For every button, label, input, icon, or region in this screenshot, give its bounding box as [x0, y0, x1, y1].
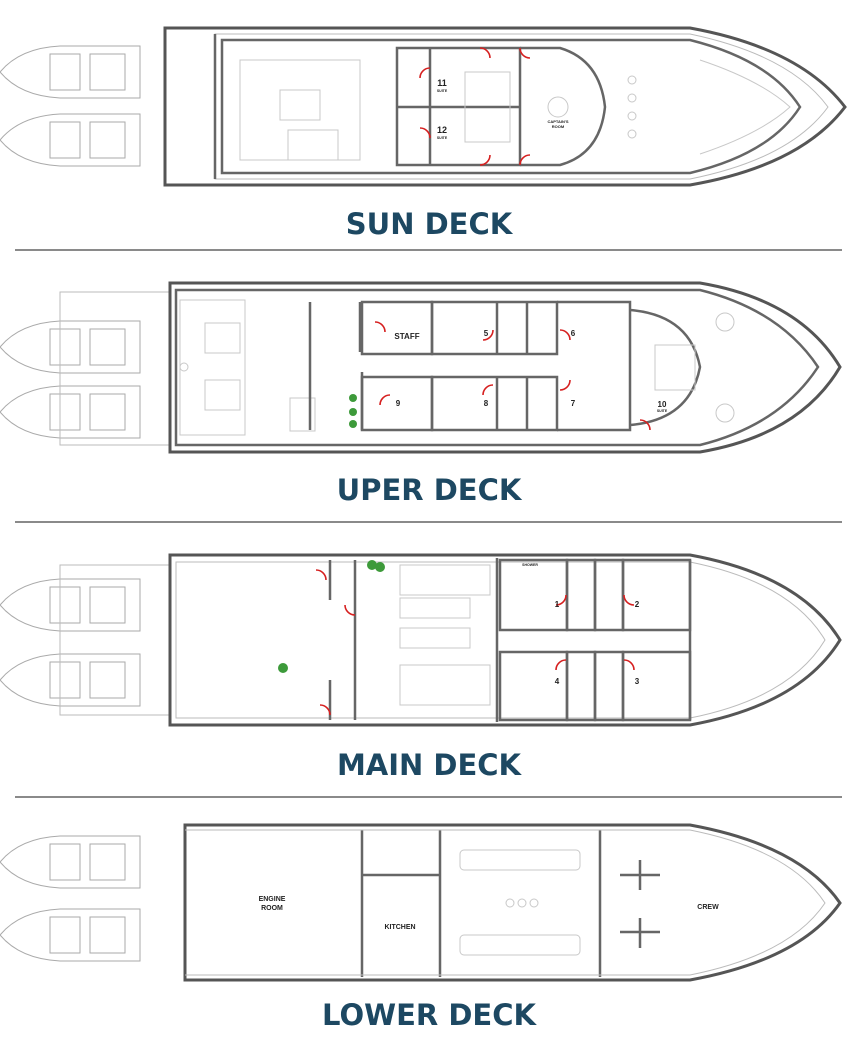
- tender-boats: [0, 45, 141, 962]
- cabin-5-label: 5: [484, 329, 489, 338]
- room-12-type: SUITE: [437, 136, 448, 140]
- staff-room-label: STAFF: [394, 332, 419, 341]
- tender-boat: [0, 385, 141, 439]
- tender-boat: [0, 653, 141, 707]
- captains-room-label-1: CAPTAIN'S: [547, 119, 568, 124]
- cabin-7-label: 7: [571, 399, 576, 408]
- upper-deck: STAFF 5 6 9 8 7 10 SUITE: [59, 281, 842, 454]
- cabin-4-label: 4: [555, 677, 560, 686]
- upper-deck-title: UPER DECK: [337, 473, 523, 507]
- shower-label: SHOWER: [522, 563, 538, 567]
- room-11-number: 11: [437, 78, 447, 88]
- tender-boat: [0, 45, 141, 99]
- main-deck: SHOWER 1 2 4 3: [59, 553, 842, 727]
- tender-boat: [0, 578, 141, 632]
- suite-10-number: 10: [658, 400, 667, 409]
- cabin-9-label: 9: [396, 399, 401, 408]
- crew-label: CREW: [697, 904, 719, 911]
- lower-deck-hull: [183, 823, 842, 982]
- engine-room-label-1: ENGINE: [259, 896, 286, 903]
- room-11-type: SUITE: [437, 89, 448, 93]
- kitchen-label: KITCHEN: [384, 924, 415, 931]
- suite-10-type: SUITE: [657, 409, 668, 413]
- tender-boat: [0, 320, 141, 374]
- sun-deck: 11 SUITE 12 SUITE CAPTAIN'S ROOM: [163, 26, 847, 187]
- main-deck-hull: [168, 553, 842, 727]
- cabin-1-label: 1: [555, 600, 560, 609]
- room-12-number: 12: [437, 125, 447, 135]
- lower-deck-title: LOWER DECK: [322, 998, 537, 1032]
- cabin-8-label: 8: [484, 399, 489, 408]
- captains-room-label-2: ROOM: [552, 124, 565, 129]
- engine-room-label-2: ROOM: [261, 905, 283, 912]
- cabin-3-label: 3: [635, 677, 640, 686]
- tender-boat: [0, 908, 141, 962]
- cabin-6-label: 6: [571, 329, 576, 338]
- lower-deck: ENGINE ROOM KITCHEN CREW: [183, 823, 842, 982]
- tender-boat: [0, 835, 141, 889]
- sun-deck-title: SUN DECK: [346, 207, 514, 241]
- tender-boat: [0, 113, 141, 167]
- cabin-2-label: 2: [635, 600, 640, 609]
- upper-deck-hull: [168, 281, 842, 454]
- main-deck-title: MAIN DECK: [337, 748, 523, 782]
